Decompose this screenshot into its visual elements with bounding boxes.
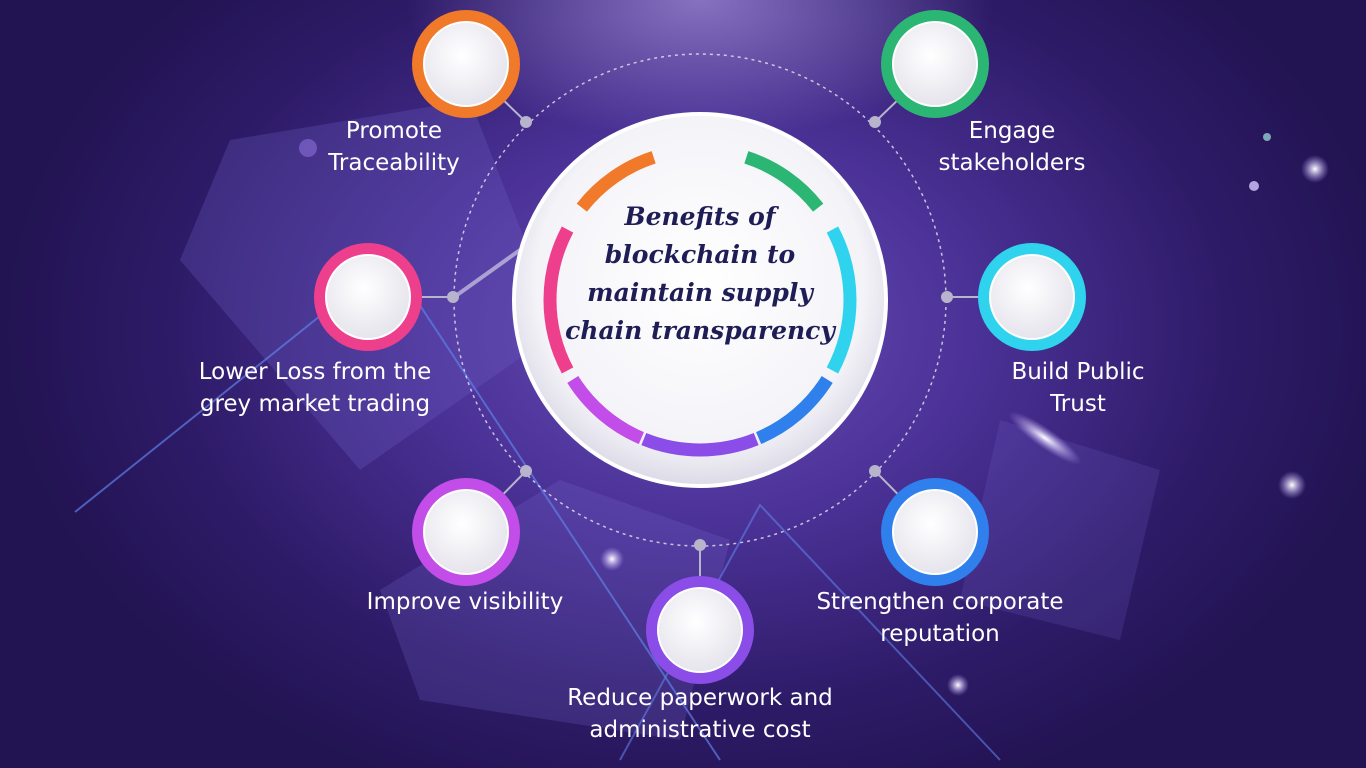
arc-segment (826, 226, 857, 374)
benefit-label: Reduce paperwork and administrative cost (567, 685, 833, 743)
benefit-node (412, 10, 520, 118)
diagram-title: Benefits of blockchain to maintain suppl… (565, 202, 835, 345)
arc-segment (567, 375, 645, 445)
benefit-label: Improve visibility (366, 589, 564, 615)
benefit-nodes (314, 10, 1086, 684)
bg-sparkle (1249, 181, 1259, 191)
bg-sparkle (1301, 155, 1329, 183)
benefit-label: Strengthen corporate reputation (816, 589, 1064, 647)
bg-sparkle (600, 547, 624, 571)
node-center (325, 254, 411, 340)
connector-dot (869, 465, 881, 477)
bg-panel-right (960, 420, 1160, 640)
benefit-node (412, 478, 520, 586)
connector-dot (941, 291, 953, 303)
arc-segment (755, 375, 833, 445)
bg-sparkle (299, 139, 317, 157)
benefit-node (314, 243, 422, 351)
bg-light-streak (448, 248, 522, 302)
bg-sparkle (1278, 471, 1306, 499)
arc-segment (744, 151, 824, 212)
benefit-label: Build Public Trust (1011, 359, 1145, 417)
arc-segment (641, 433, 759, 457)
benefit-node (881, 10, 989, 118)
bg-line-right (619, 503, 1001, 761)
node-center (892, 21, 978, 107)
bg-sparkle (1263, 133, 1271, 141)
node-center (657, 587, 743, 673)
benefit-label: Engage stakeholders (938, 118, 1086, 176)
benefit-node (646, 576, 754, 684)
node-center (423, 489, 509, 575)
connector-dot (694, 539, 706, 551)
benefit-node (978, 243, 1086, 351)
node-center (892, 489, 978, 575)
bg-sparkle (947, 674, 969, 696)
benefit-label: Lower Loss from the grey market trading (198, 359, 432, 417)
benefit-node (881, 478, 989, 586)
arc-segment (576, 151, 656, 212)
benefit-label: Promote Traceability (328, 118, 460, 176)
connector-dot (869, 116, 881, 128)
arc-segment (543, 226, 574, 374)
connector-dot (520, 116, 532, 128)
connector-dot (520, 465, 532, 477)
center-disc (512, 112, 888, 488)
connector-dot (447, 291, 459, 303)
bg-flare (1008, 411, 1082, 465)
node-center (989, 254, 1075, 340)
node-center (423, 21, 509, 107)
color-arc-ring (543, 151, 857, 457)
